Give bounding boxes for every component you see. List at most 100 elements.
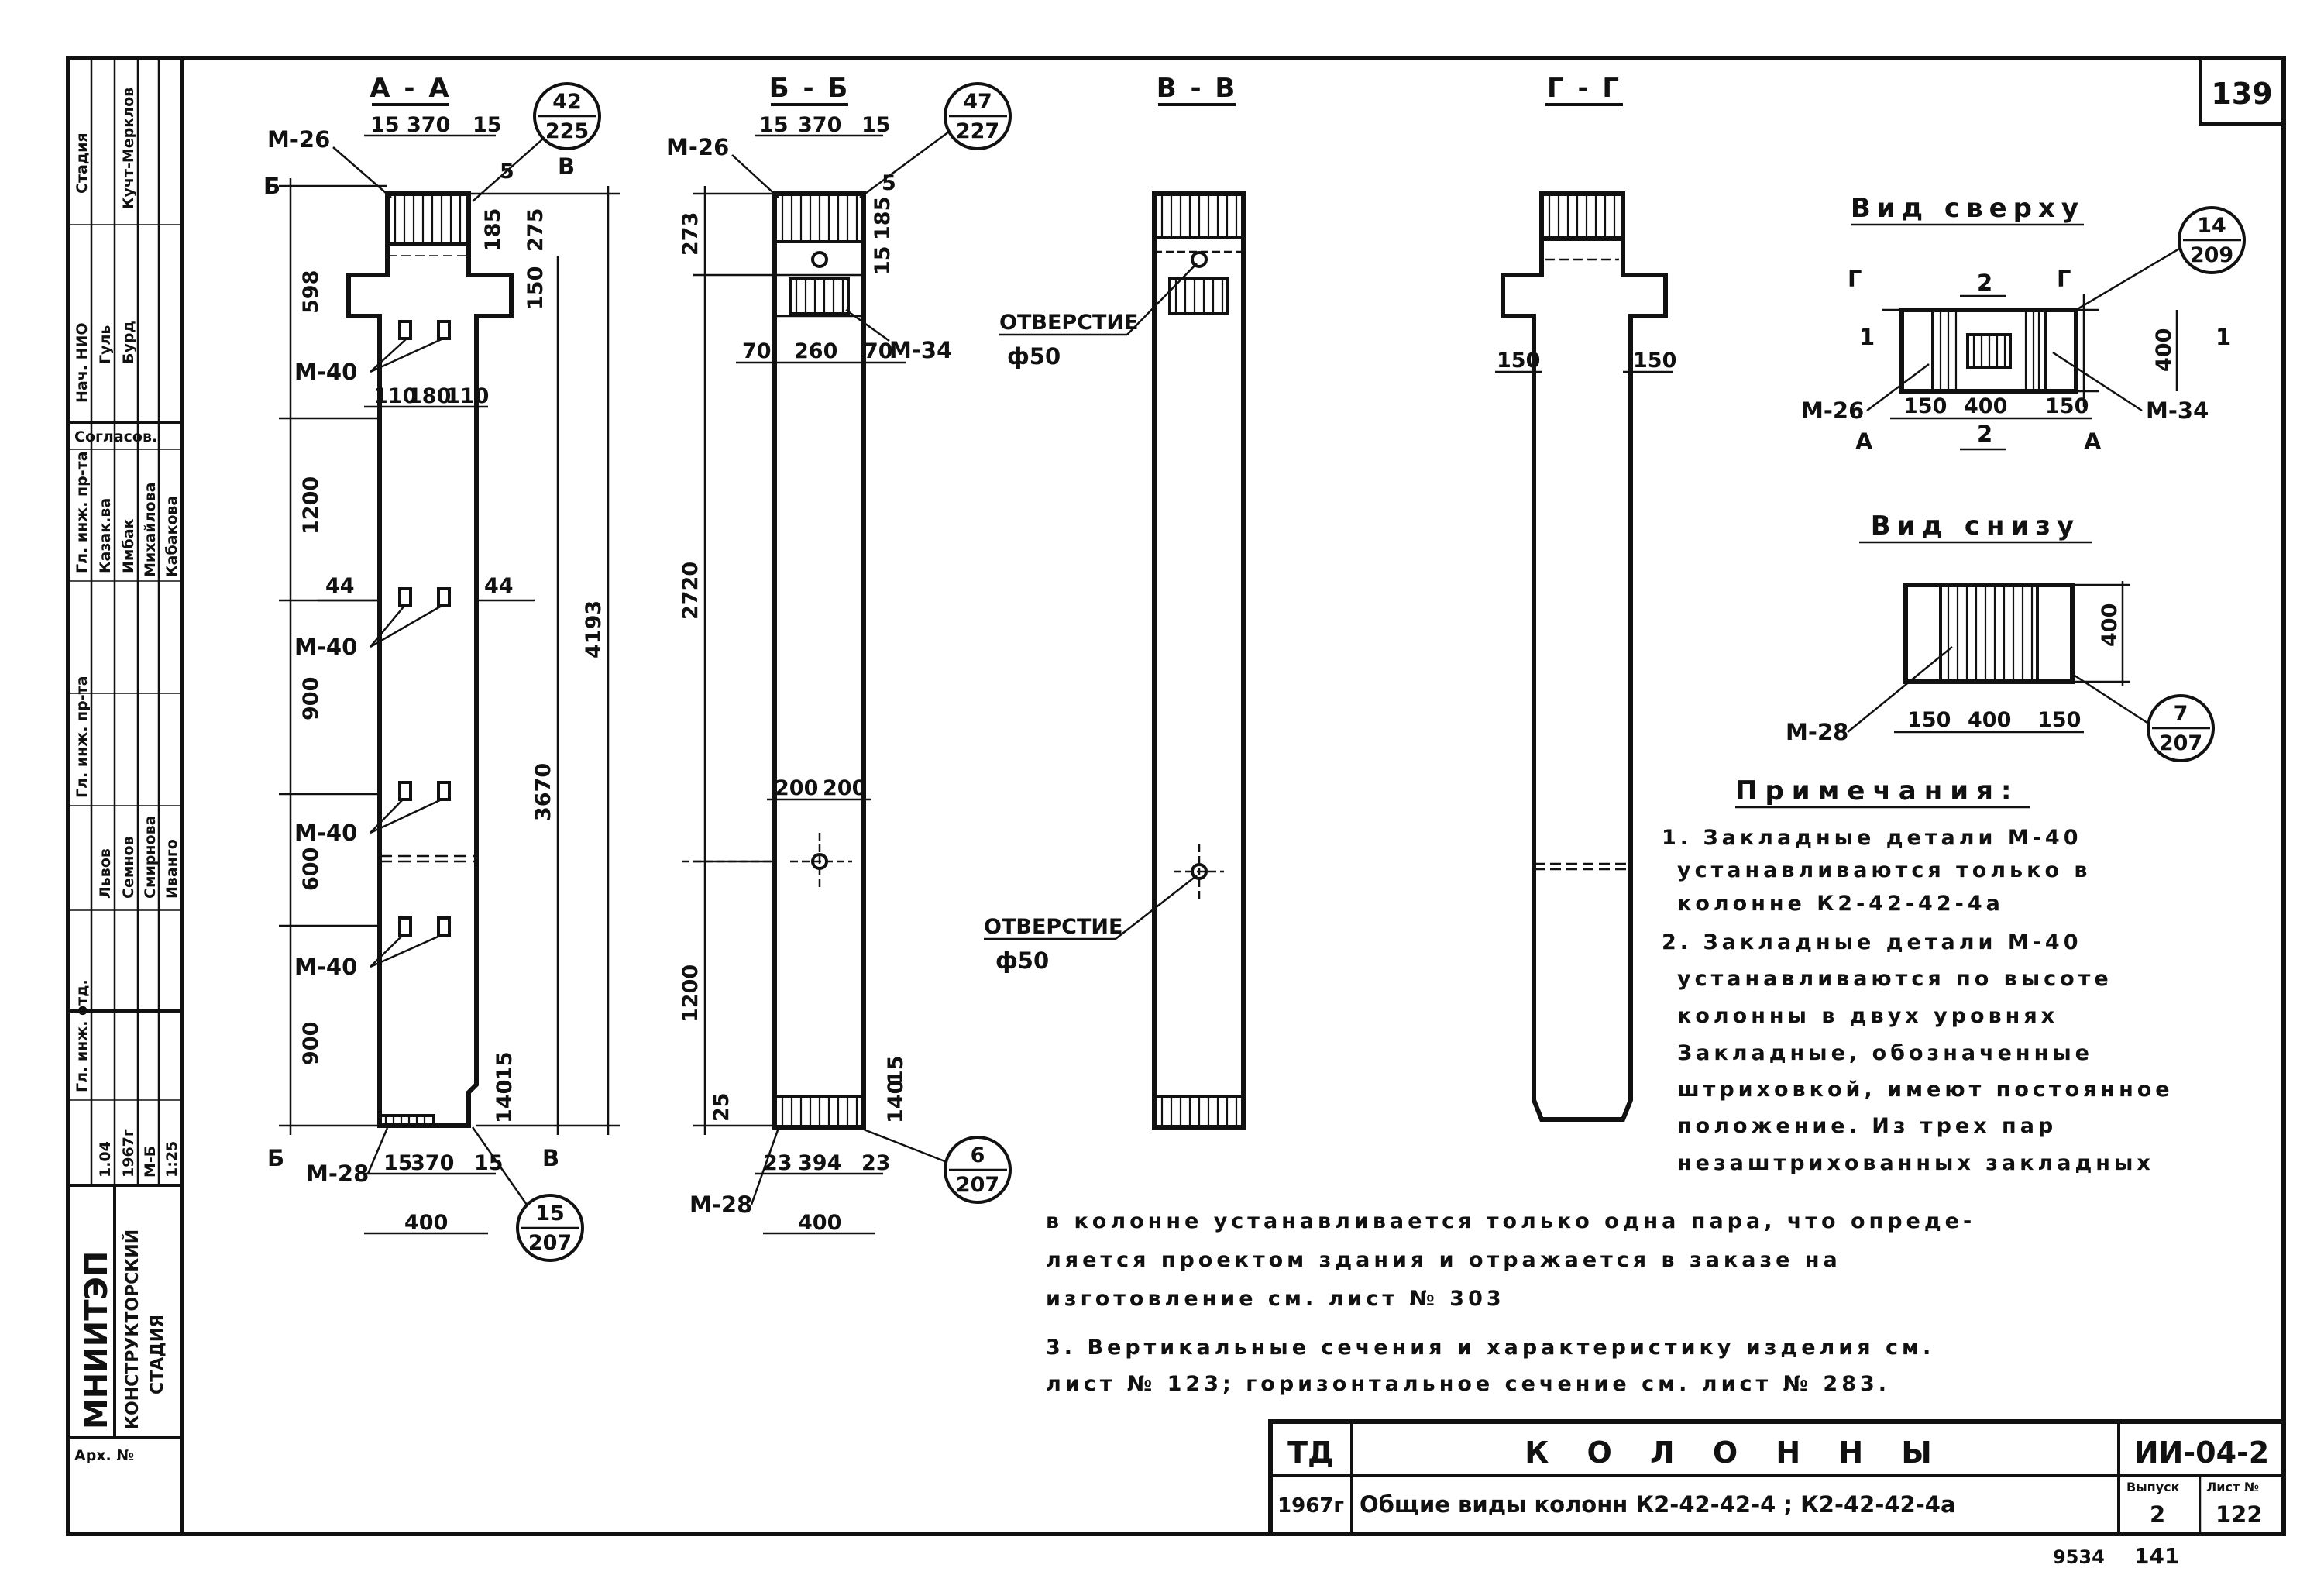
dim-110-l: 110 — [373, 384, 417, 408]
column-body-vv — [1152, 191, 1246, 1130]
stamp-approval: Согласов. — [74, 428, 157, 445]
dim-150-bot-l: 150 — [1907, 708, 1951, 732]
section-vv: В - В ОТВЕРСТИЕ ф50 ОТВЕРСТИЕ ф50 — [984, 73, 1246, 1130]
label-m26-aa: М-26 — [267, 126, 330, 153]
dim-150-aa: 150 — [524, 266, 548, 310]
m40-embed — [398, 781, 412, 801]
dim-110-r: 110 — [445, 384, 489, 408]
stamp-row-6-name: Михайлова — [142, 483, 159, 577]
dim-140-bb: 140 — [884, 1080, 908, 1123]
dim-598: 598 — [299, 270, 323, 314]
notes: Примечания: 1. Закладные детали М-40 уст… — [1046, 775, 2174, 1396]
dim-900: 900 — [299, 677, 323, 720]
mark-g-top-r: Г — [2057, 266, 2071, 292]
callout-7-bot: 207 — [2159, 731, 2202, 755]
label-m28-bot: М-28 — [1786, 719, 1848, 745]
dim-200-l: 200 — [775, 776, 818, 800]
stamp-row-11-name: Иванго — [163, 839, 180, 899]
label-m28-bb: М-28 — [689, 1191, 752, 1218]
note-line-3: колонне К2-42-42-4а — [1677, 892, 2004, 916]
note-line-6: колонны в двух уровнях — [1677, 1004, 2058, 1028]
dim-400-top-v: 400 — [2152, 328, 2176, 372]
dim-400-aa: 400 — [404, 1211, 448, 1235]
outer-frame — [66, 56, 2286, 1536]
dim-150-bot-r: 150 — [2037, 708, 2081, 732]
view-bottom-title: Вид снизу — [1871, 511, 2080, 542]
tb-org: ТД — [1287, 1436, 1334, 1470]
dim-5-bb: 5 — [882, 171, 896, 195]
dim-1-top-l: 1 — [1859, 324, 1875, 350]
dim-400-bot: 400 — [1968, 708, 2011, 732]
side-stamp: Стадия Кучт-Мерклов Нач. НИО Гуль Бурд С… — [68, 58, 182, 1464]
stamp-row-2-name: Гуль — [97, 325, 114, 364]
dim-15-bb-l: 15 — [759, 113, 789, 137]
capital-top — [385, 191, 471, 246]
callout-47-top: 47 — [963, 90, 992, 114]
dim-394: 394 — [798, 1151, 841, 1175]
stamp-row-4-role: Гл. инж. пр-та — [74, 452, 91, 573]
section-aa-title: А - А — [370, 73, 451, 104]
dim-600: 600 — [299, 848, 323, 891]
note-line-14: 3. Вертикальные сечения и характеристику… — [1046, 1336, 1934, 1360]
callout-14-209 — [2178, 206, 2246, 274]
callout-47-bot: 227 — [956, 119, 999, 143]
dim-150-top-r: 150 — [2045, 394, 2089, 418]
m40-embed — [398, 320, 412, 340]
notes-title: Примечания: — [1735, 775, 2020, 806]
column-body-bb — [772, 191, 866, 1130]
note-line-13: изготовление см. лист № 303 — [1046, 1287, 1505, 1311]
callout-6-top: 6 — [971, 1143, 985, 1167]
dim-1-top-r: 1 — [2216, 324, 2231, 350]
sheet-number: 139 — [2211, 77, 2272, 111]
hole-label-vv-low: ОТВЕРСТИЕ — [984, 915, 1122, 939]
dim-2720: 2720 — [679, 562, 703, 620]
dim-150-top-l: 150 — [1903, 394, 1947, 418]
dim-400-bb: 400 — [798, 1211, 841, 1235]
stamp-year: 1967г — [120, 1129, 137, 1178]
column-outline-aa — [346, 244, 514, 1128]
label-m26-top: М-26 — [1801, 397, 1864, 424]
tb-subtitle: Общие виды колонн К2-42-42-4 ; К2-42-42-… — [1360, 1491, 1956, 1518]
dim-70-r: 70 — [864, 339, 893, 363]
note-line-10: незаштрихованных закладных — [1677, 1151, 2154, 1175]
view-bottom: Вид снизу 400 150 400 150 М-28 7 207 — [1786, 511, 2215, 762]
tb-sheet: 122 — [2216, 1501, 2263, 1528]
note-line-7: Закладные, обозначенные — [1677, 1041, 2093, 1065]
tb-title: К О Л О Н Н Ы — [1525, 1436, 1946, 1470]
label-m40-1: М-40 — [294, 359, 357, 385]
plate-m34-bb — [789, 277, 850, 315]
dim-400-top: 400 — [1964, 394, 2007, 418]
dim-150-gg-l: 150 — [1497, 349, 1540, 373]
callout-6-bot: 207 — [956, 1173, 999, 1197]
dim-15-aa-bl: 15 — [383, 1151, 413, 1175]
section-aa: А - А 598 1200 900 600 — [263, 73, 620, 1262]
note-line-11: в колонне устанавливается только одна па… — [1046, 1209, 1975, 1233]
stamp-row-9-name: Семнов — [120, 836, 137, 899]
mark-g-top-l: Г — [1848, 266, 1862, 292]
note-line-1: 1. Закладные детали М-40 — [1662, 826, 2082, 850]
dim-23-r: 23 — [861, 1151, 891, 1175]
section-vv-title: В - В — [1157, 73, 1238, 104]
stamp-row-5-name: Имбак — [120, 518, 137, 573]
dim-275-aa: 275 — [524, 208, 548, 252]
dim-140-aa: 140 — [493, 1080, 517, 1123]
label-m28-aa: М-28 — [306, 1160, 369, 1187]
note-line-8: штриховкой, имеют постоянное — [1677, 1078, 2174, 1102]
section-bb-title: Б - Б — [769, 73, 851, 104]
dim-15-aa-l: 15 — [370, 113, 400, 137]
dim-44-l: 44 — [325, 574, 355, 598]
dim-370-aa-b: 370 — [411, 1151, 454, 1175]
label-m40-3: М-40 — [294, 820, 357, 846]
stamp-institute: МНИИТЭП — [79, 1251, 115, 1429]
sheet-number-box — [2199, 57, 2285, 126]
dim-185-bb: 185 — [871, 197, 895, 240]
tb-sheet-label: Лист № — [2206, 1480, 2259, 1494]
callout-15-top: 15 — [535, 1202, 565, 1226]
dim-370-aa: 370 — [407, 113, 450, 137]
dim-1200: 1200 — [299, 476, 323, 535]
dim-400-bot-v: 400 — [2098, 603, 2122, 647]
callout-15-207 — [516, 1194, 584, 1262]
tb-year: 1967г — [1277, 1494, 1344, 1518]
dim-25-bb: 25 — [710, 1092, 734, 1122]
m40-embed — [398, 587, 412, 607]
